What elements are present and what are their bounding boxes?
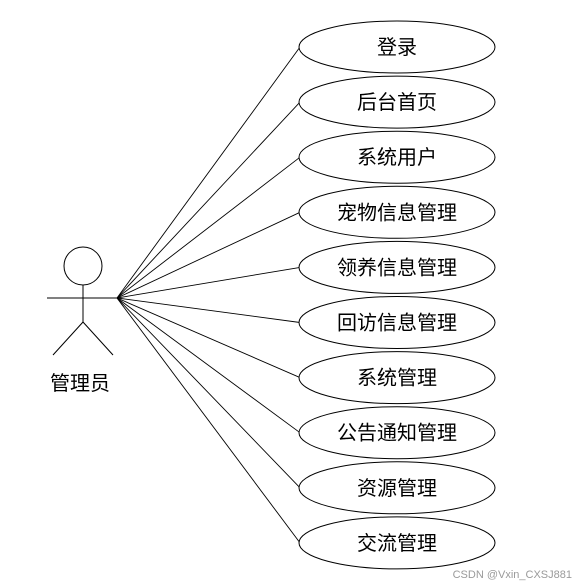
association-line (116, 46, 301, 299)
use-case: 公告通知管理 (298, 406, 496, 460)
watermark: CSDN @Vxin_CXSJ881 (453, 569, 572, 581)
use-case-list: 登录后台首页系统用户宠物信息管理领养信息管理回访信息管理系统管理公告通知管理资源… (298, 20, 496, 570)
association-line (116, 297, 301, 544)
use-case-ellipse (298, 20, 496, 74)
use-case-label: 回访信息管理 (337, 311, 457, 335)
use-case-label: 后台首页 (357, 90, 437, 114)
use-case-label: 登录 (377, 35, 417, 59)
use-case-ellipse (298, 130, 496, 184)
association-line (116, 297, 301, 434)
use-case: 登录 (298, 20, 496, 74)
actor-label: 管理员 (50, 371, 110, 395)
actor-admin: 管理员 (47, 246, 118, 395)
use-case: 领养信息管理 (298, 240, 496, 294)
actor-left-leg (52, 321, 84, 356)
use-case-label: 资源管理 (357, 476, 437, 500)
use-case: 资源管理 (298, 461, 496, 515)
use-case: 回访信息管理 (298, 296, 496, 349)
use-case: 后台首页 (298, 75, 496, 129)
association-line (116, 156, 301, 299)
use-case-ellipse (298, 185, 496, 239)
association-line (116, 297, 301, 489)
use-case-ellipse (298, 516, 496, 570)
use-case-ellipse (298, 240, 496, 294)
association-line (116, 101, 301, 299)
association-line (116, 266, 301, 299)
use-case-ellipse (298, 461, 496, 515)
use-case-ellipse (298, 351, 496, 405)
use-case: 交流管理 (298, 516, 496, 570)
association-line (116, 297, 301, 323)
use-case-ellipse (298, 406, 496, 460)
use-case-label: 公告通知管理 (337, 421, 457, 445)
actor-right-leg (82, 321, 114, 356)
use-case: 系统用户 (298, 130, 496, 184)
use-case-label: 领养信息管理 (337, 255, 457, 279)
use-case-label: 系统用户 (357, 145, 437, 169)
use-case-label: 交流管理 (357, 531, 437, 555)
use-case: 系统管理 (298, 351, 496, 405)
association-lines (116, 46, 301, 544)
use-case-label: 系统管理 (357, 366, 437, 390)
actor-head (63, 246, 103, 286)
association-line (116, 211, 301, 299)
use-case-label: 宠物信息管理 (337, 200, 457, 224)
use-case-ellipse (298, 75, 496, 129)
association-line (116, 297, 301, 379)
use-case: 宠物信息管理 (298, 185, 496, 239)
use-case-ellipse (298, 296, 496, 349)
